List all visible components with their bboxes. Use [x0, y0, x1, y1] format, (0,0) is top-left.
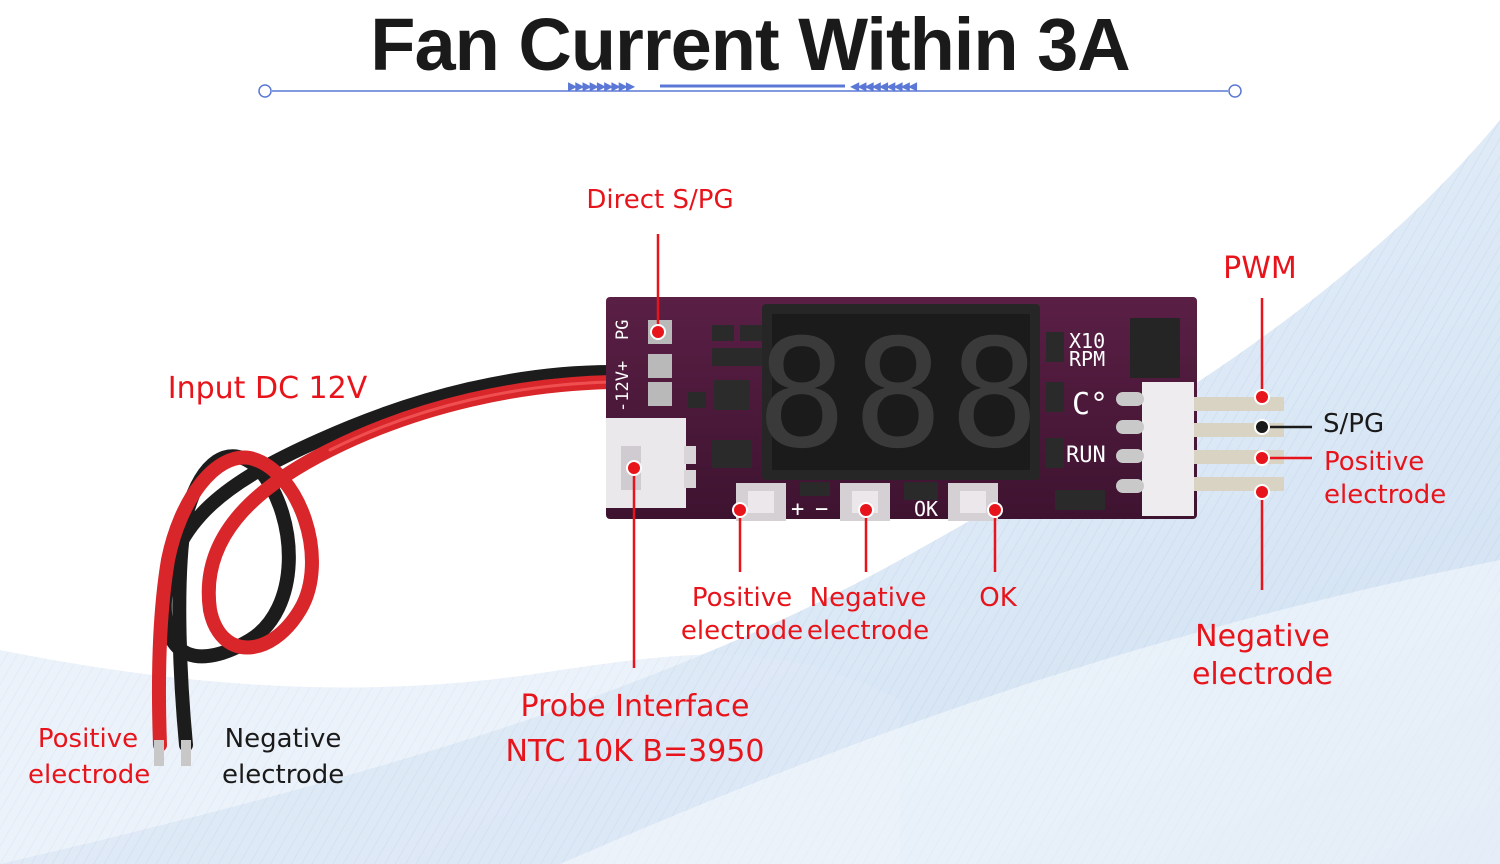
label-wire-negative-line2: electrode [222, 759, 345, 790]
label-spg: S/PG [1323, 409, 1385, 439]
title-divider: ▶▶▶▶▶▶▶▶▶ ◀◀◀◀◀◀◀◀◀ [258, 79, 1242, 98]
label-btn-ok: OK [979, 583, 1017, 613]
background-wave [0, 120, 1500, 864]
label-btn-positive-line2: electrode [680, 616, 804, 647]
label-wire-positive: Positive electrode [28, 722, 151, 794]
label-btn-positive: Positive electrode [680, 582, 804, 649]
callout-lines [632, 234, 1312, 668]
silk-c: C° [1072, 387, 1108, 422]
silk-pg: PG [613, 320, 633, 340]
silk-12v: -12V+ [613, 361, 633, 412]
pcb-board: 888 [606, 297, 1284, 522]
silk-plus: + [791, 497, 804, 522]
label-direct-spg: Direct S/PG [586, 185, 734, 215]
label-wire-positive-line2: electrode [28, 759, 151, 790]
silk-ok: OK [914, 497, 938, 521]
label-probe-line2: NTC 10K B=3950 [505, 734, 765, 769]
svg-text:◀◀◀◀◀◀◀◀◀: ◀◀◀◀◀◀◀◀◀ [850, 79, 918, 93]
probe-connector [606, 418, 686, 508]
label-wire-positive-line1: Positive [37, 724, 139, 754]
label-wire-negative-line1: Negative [224, 724, 342, 754]
label-btn-negative-line2: electrode [806, 616, 930, 647]
label-fan-positive-line2: electrode [1324, 480, 1447, 511]
silk-minus: − [815, 497, 828, 522]
silk-x10: X10 [1069, 329, 1105, 353]
callout-dots [626, 324, 1270, 518]
silk-run: RUN [1066, 443, 1106, 468]
label-wire-negative: Negative electrode [222, 722, 344, 794]
label-fan-negative: Negative electrode [1180, 618, 1345, 695]
silk-rpm: RPM [1069, 347, 1105, 371]
label-input-dc: Input DC 12V [167, 371, 368, 406]
label-fan-positive-line1: Positive [1324, 447, 1425, 477]
power-wires [151, 365, 619, 766]
svg-text:▶▶▶▶▶▶▶▶▶: ▶▶▶▶▶▶▶▶▶ [568, 79, 636, 93]
page-title: Fan Current Within 3A [370, 3, 1130, 86]
label-fan-negative-line2: electrode [1191, 657, 1334, 693]
label-fan-negative-line1: Negative [1195, 619, 1330, 654]
label-btn-negative-line1: Negative [809, 583, 927, 613]
fan-header [1142, 382, 1194, 516]
label-pwm: PWM [1223, 251, 1297, 286]
label-probe: Probe Interface NTC 10K B=3950 [490, 684, 780, 774]
display-digits: 888 [757, 308, 1046, 482]
label-fan-positive: Positive electrode [1324, 446, 1446, 513]
label-probe-line1: Probe Interface [520, 689, 750, 724]
label-btn-negative: Negative electrode [806, 582, 930, 649]
label-btn-positive-line1: Positive [691, 583, 793, 613]
